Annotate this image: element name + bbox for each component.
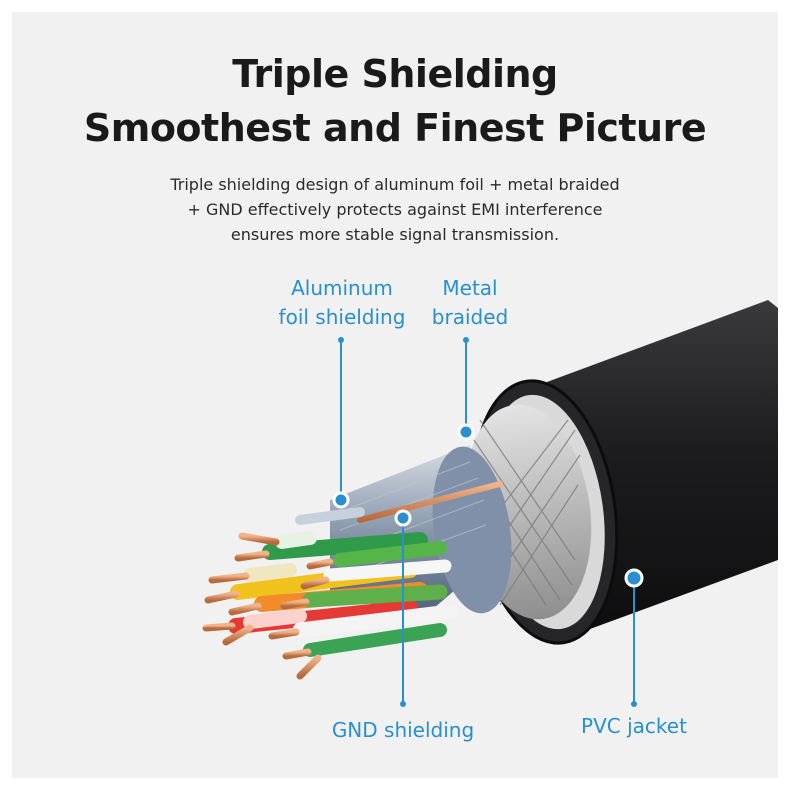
description-line-1: Triple shielding design of aluminum foil… — [170, 175, 620, 194]
callout-metal-braided: Metal braided — [420, 274, 520, 332]
metal-leader-dot — [463, 337, 469, 343]
headline-line-1: Triple Shielding — [232, 52, 558, 96]
pvc-leader-dot — [631, 701, 637, 707]
callout-metal-line-2: braided — [431, 305, 509, 329]
description: Triple shielding design of aluminum foil… — [0, 172, 790, 247]
callout-aluminum-foil: Aluminum foil shielding — [272, 274, 412, 332]
copper-conductor-tips — [202, 532, 334, 680]
callout-gnd-shielding: GND shielding — [331, 718, 475, 742]
pvc-marker — [624, 568, 644, 588]
description-line-2: + GND effectively protects against EMI i… — [187, 200, 603, 219]
callout-leaders — [340, 340, 635, 706]
aluminum-marker — [332, 491, 350, 509]
callout-aluminum-line-2: foil shielding — [278, 305, 406, 329]
callout-aluminum-line-1: Aluminum — [291, 276, 393, 300]
callout-metal-line-1: Metal — [442, 276, 498, 300]
gnd-marker — [394, 509, 412, 527]
callout-markers — [332, 337, 644, 707]
gnd-drain-wire — [295, 481, 503, 525]
metal-marker — [457, 423, 475, 441]
gnd-leader-dot — [400, 701, 406, 707]
description-line-3: ensures more stable signal transmission. — [230, 225, 560, 244]
aluminum-leader-dot — [338, 337, 344, 343]
headline-line-2: Smoothest and Finest Picture — [83, 106, 707, 150]
callout-pvc-jacket: PVC jacket — [581, 714, 687, 738]
